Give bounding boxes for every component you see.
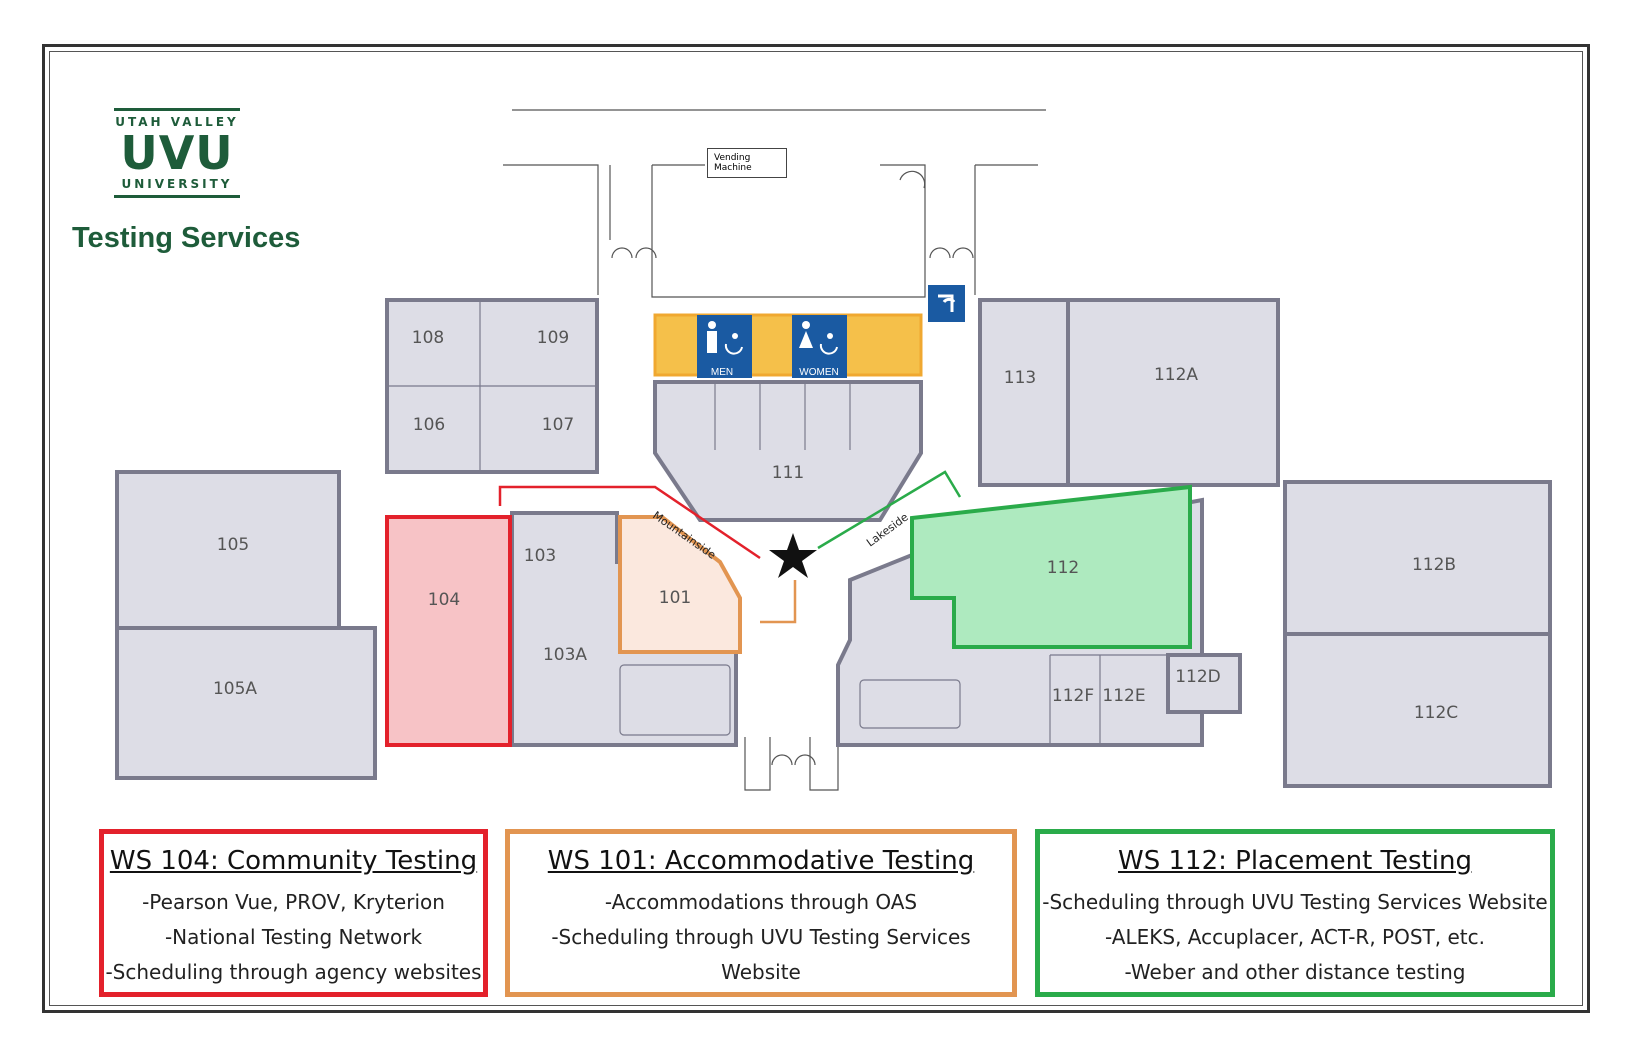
restroom-icons	[707, 321, 833, 353]
panel-ws101-line: -Accommodations through OAS	[604, 890, 918, 914]
restroom-area	[653, 313, 923, 377]
vending-line1: Vending	[714, 153, 751, 163]
label-105a: 105A	[213, 679, 257, 699]
room-112d	[1166, 653, 1242, 714]
label-105: 105	[217, 535, 249, 555]
uvu-logo: UTAH VALLEY UVU UNIVERSITY	[114, 108, 240, 198]
label-112e: 112E	[1102, 686, 1145, 706]
label-112d: 112D	[1175, 667, 1221, 687]
room-112c	[1283, 632, 1552, 788]
label-112f: 112F	[1052, 686, 1094, 706]
panel-ws104-line: -National Testing Network	[164, 925, 423, 949]
label-101: 101	[659, 588, 691, 608]
room-105a	[115, 626, 377, 780]
women-label: WOMEN	[799, 367, 838, 378]
room-105	[115, 470, 341, 630]
men-icon	[708, 321, 716, 329]
vending-line2: Machine	[714, 163, 752, 173]
panel-ws101: WS 101: Accommodative Testing -Accommoda…	[505, 829, 1017, 997]
lakeside-path	[817, 470, 962, 550]
label-106: 106	[413, 415, 445, 435]
you-are-here-star	[769, 533, 817, 578]
label-104: 104	[428, 590, 460, 610]
panel-ws104-line: -Scheduling through agency websites	[105, 960, 482, 984]
inner-frame	[49, 51, 1583, 1006]
label-112c: 112C	[1414, 703, 1458, 723]
dept-title: Testing Services	[72, 222, 301, 254]
room-112a	[1066, 298, 1280, 487]
panel-ws101-title: WS 101: Accommodative Testing	[547, 846, 975, 876]
panel-ws101-line: -Scheduling through UVU Testing Services…	[551, 925, 971, 984]
room-112b	[1283, 480, 1552, 636]
vending-machine-sign: Vending Machine	[707, 148, 787, 178]
accessible-icon	[732, 333, 738, 339]
label-112: 112	[1047, 558, 1079, 578]
women-icon	[802, 321, 810, 329]
men-sign	[697, 315, 752, 378]
logo-top: UTAH VALLEY	[115, 115, 239, 129]
room-101-highlight	[618, 515, 742, 654]
accessible-icon-women	[827, 333, 833, 339]
mountainside-path	[498, 485, 761, 560]
panel-ws104-title: WS 104: Community Testing	[109, 846, 478, 876]
room-113	[978, 298, 1070, 487]
room-111	[653, 380, 923, 522]
label-111: 111	[772, 463, 804, 483]
label-108: 108	[412, 328, 444, 348]
panel-ws112-line: -Weber and other distance testing	[1124, 960, 1466, 984]
logo-big: UVU	[120, 126, 234, 180]
panel-ws112-line: -Scheduling through UVU Testing Services…	[1042, 890, 1548, 914]
panel-ws104-line: -Pearson Vue, PROV, Kryterion	[142, 890, 445, 914]
label-112b: 112B	[1412, 555, 1456, 575]
label-103a: 103A	[543, 645, 587, 665]
label-103: 103	[524, 546, 556, 566]
room-112-highlight	[910, 484, 1192, 649]
room-104-highlight	[385, 515, 512, 747]
drinking-fountain-icon	[928, 285, 965, 322]
label-113: 113	[1004, 368, 1036, 388]
panel-ws112: WS 112: Placement Testing -Scheduling th…	[1035, 829, 1555, 997]
panel-ws112-line: -ALEKS, Accuplacer, ACT-R, POST, etc.	[1105, 925, 1485, 949]
panel-ws104: WS 104: Community Testing -Pearson Vue, …	[99, 829, 488, 997]
men-label: MEN	[711, 367, 733, 378]
outer-frame	[42, 44, 1590, 1013]
logo-bottom: UNIVERSITY	[121, 177, 233, 191]
room-101-path	[760, 580, 797, 624]
label-109: 109	[537, 328, 569, 348]
panel-ws112-title: WS 112: Placement Testing	[1118, 846, 1472, 876]
label-107: 107	[542, 415, 574, 435]
label-112a: 112A	[1154, 365, 1198, 385]
